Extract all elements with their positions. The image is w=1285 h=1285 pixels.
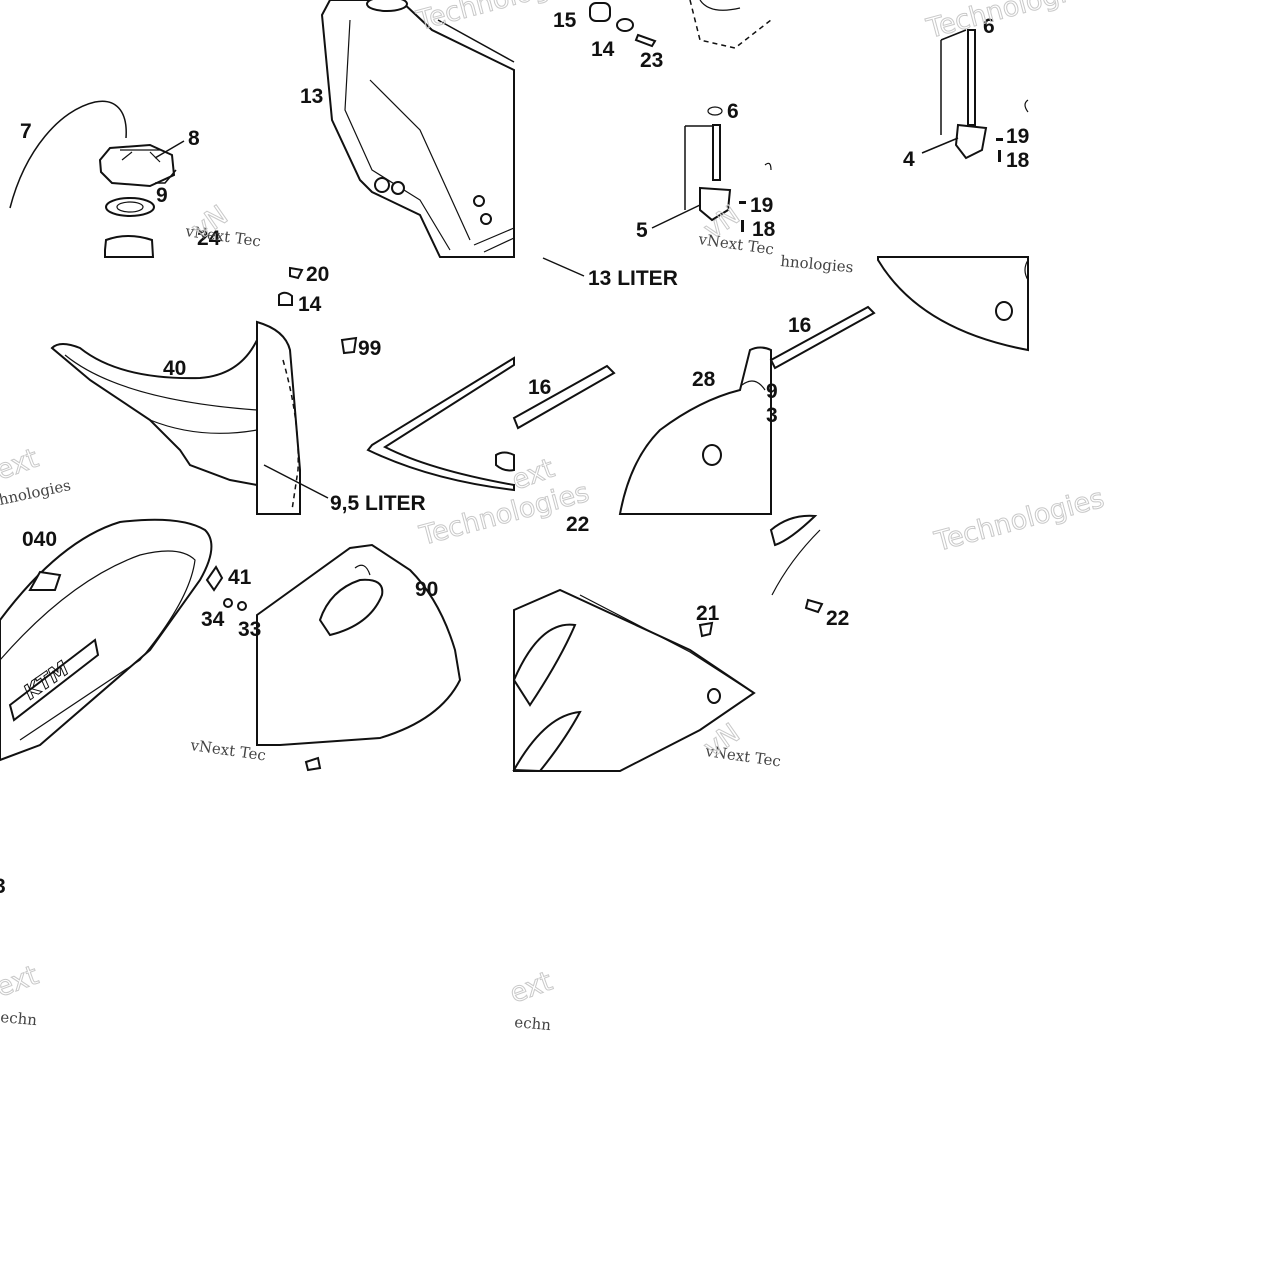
fuel-tap (699, 186, 732, 222)
side-panel-edge (769, 514, 824, 614)
part-label-90: 90 (415, 578, 438, 601)
watermark-brand-4: Technologies (931, 483, 1108, 558)
side-panel (256, 543, 462, 746)
part-label-19: 19 (750, 194, 773, 217)
part-label-4: 4 (903, 148, 915, 171)
fuel-cap (98, 143, 176, 188)
part-label-24: 24 (197, 227, 221, 250)
part-label-16-b: 16 (788, 314, 811, 337)
fuel-tank-13l-upper (320, 0, 515, 258)
watermark-tech-2: echn (514, 1013, 552, 1034)
part-label-19-b: 19 (1006, 125, 1029, 148)
part-label-28: 28 (692, 368, 716, 391)
tank-capacity-9-5-liter: 9,5 LITER (330, 492, 426, 515)
seat-40 (50, 339, 258, 487)
tank-capacity-13-liter: 13 LITER (588, 267, 678, 290)
part-label-16: 16 (528, 376, 551, 399)
part-label-14: 14 (591, 38, 615, 61)
part-label-99: 99 (358, 337, 381, 360)
part-label-13: 13 (300, 85, 323, 108)
capacity-labels: 13 LITER 9,5 LITER (330, 267, 678, 515)
part-label-8: 8 (188, 127, 200, 150)
washer (616, 18, 634, 32)
part-label-20: 20 (306, 263, 329, 286)
part-label-33: 33 (238, 618, 261, 641)
screw (634, 33, 657, 48)
watermark-next-3: ext (0, 960, 43, 1004)
side-panel-90 (256, 543, 462, 772)
fuel-tap-b (954, 123, 988, 160)
fuel-tap-detail (921, 29, 1029, 162)
radiator-shroud-28 (512, 257, 772, 515)
watermark-company-3: vNext Tec (188, 736, 267, 765)
fuel-cap-group (9, 100, 185, 258)
seat-cover (0, 518, 213, 762)
rubber-bush (589, 2, 611, 22)
part-label-21: 21 (696, 602, 720, 625)
part-label-9: 9 (156, 184, 168, 207)
part-label-3-c: 3 (0, 875, 6, 898)
part-label-6-b: 6 (983, 15, 995, 38)
fuel-tap-pipe (712, 124, 721, 181)
breather-hose (9, 100, 127, 209)
seat-side (50, 339, 258, 487)
part-label-14-b: 14 (298, 293, 322, 316)
fuel-tap-pipe-b (967, 29, 976, 126)
part-label-5: 5 (636, 219, 648, 242)
watermark-next-1: ext (0, 443, 43, 487)
pipe-16-b (769, 305, 876, 370)
part-label-18-b: 18 (1006, 149, 1030, 172)
tank-filler-neck (104, 235, 155, 258)
tank-fittings (589, 0, 772, 232)
part-label-9-b: 9 (766, 380, 778, 403)
part-label-040: 040 (22, 528, 57, 551)
part-label-22: 22 (566, 513, 589, 536)
side-panel-upper (769, 256, 1029, 370)
watermark-brand-2: Technologies (923, 0, 1100, 45)
tank-guard-strip (366, 356, 515, 492)
part-label-34: 34 (201, 608, 225, 631)
part-label-15: 15 (553, 9, 577, 32)
fuel-tank-9-5l (256, 266, 515, 515)
watermark-nologies-2: hnologies (780, 252, 854, 276)
part-labels: 7 8 9 24 13 15 14 23 6 5 19 18 6 4 19 18… (0, 9, 1030, 898)
part-label-6: 6 (727, 100, 739, 123)
part-label-18: 18 (752, 218, 776, 241)
part-label-40: 40 (163, 357, 186, 380)
side-panel-lower (512, 588, 756, 773)
part-label-3-b: 3 (766, 404, 778, 427)
part-label-7: 7 (20, 120, 32, 143)
part-label-22-b: 22 (826, 607, 849, 630)
watermark-next-4: ext (506, 966, 557, 1010)
watermark-tech-1: echn (0, 1008, 38, 1029)
part-label-41: 41 (228, 566, 252, 589)
pipe-16 (512, 364, 616, 430)
part-label-23: 23 (640, 49, 663, 72)
cap-seal (105, 197, 155, 217)
seat-040: KTM (0, 518, 247, 762)
